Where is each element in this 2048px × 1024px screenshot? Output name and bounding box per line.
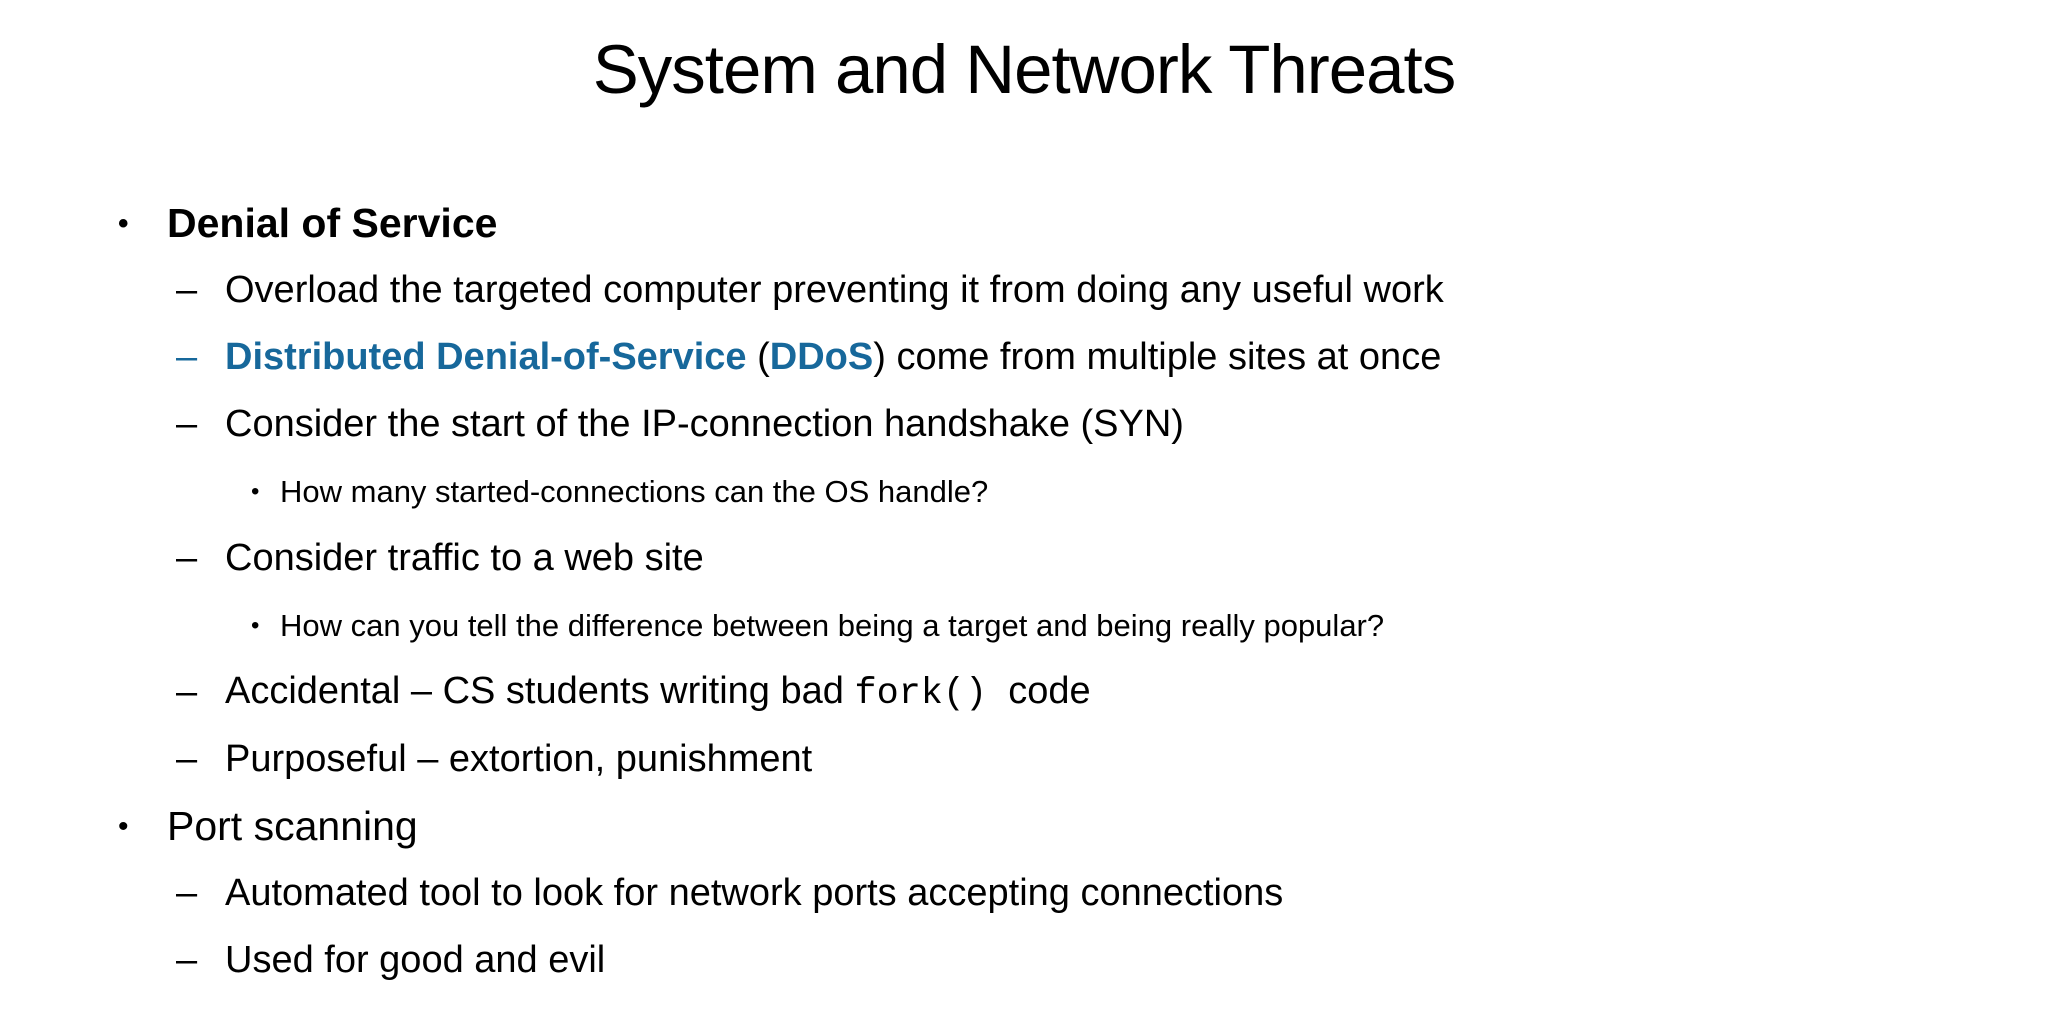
bullet-item: • Denial of Service bbox=[0, 190, 2048, 257]
text-segment: ( bbox=[746, 336, 770, 378]
dash-icon: – bbox=[176, 269, 198, 311]
slide-title: System and Network Threats bbox=[592, 31, 1456, 108]
bullet-text: Accidental – CS students writing bad for… bbox=[225, 670, 1091, 715]
bullet-item: –Automated tool to look for network port… bbox=[0, 860, 2048, 927]
bullet-item: –Accidental – CS students writing bad fo… bbox=[0, 659, 2048, 726]
text-segment: Consider the start of the IP-connection … bbox=[225, 403, 1184, 445]
text-segment: How can you tell the difference between … bbox=[280, 607, 1385, 643]
dash-icon: – bbox=[176, 738, 198, 780]
bullet-text: Consider the start of the IP-connection … bbox=[225, 403, 1184, 446]
bullet-text: How can you tell the difference between … bbox=[280, 608, 1384, 644]
text-segment: Distributed Denial-of-Service bbox=[225, 336, 747, 378]
text-segment: Denial of Service bbox=[167, 200, 498, 246]
bullet-text: Used for good and evil bbox=[225, 939, 605, 982]
dash-icon: – bbox=[176, 671, 198, 713]
bullet-text: Automated tool to look for network ports… bbox=[225, 872, 1283, 915]
dash-icon: – bbox=[176, 537, 198, 579]
text-segment: Purposeful – extortion, punishment bbox=[225, 738, 813, 780]
text-segment: code bbox=[987, 670, 1091, 712]
text-segment: DDoS bbox=[769, 336, 874, 378]
bullet-text: How many started-connections can the OS … bbox=[280, 474, 988, 510]
dash-icon: – bbox=[176, 872, 198, 914]
text-segment: Used for good and evil bbox=[225, 939, 606, 981]
bullet-item: • Port scanning bbox=[0, 793, 2048, 860]
text-segment: Accidental – CS students writing bad bbox=[225, 670, 855, 712]
text-segment: Overload the targeted computer preventin… bbox=[225, 269, 1444, 311]
bullet-item: • How can you tell the difference between… bbox=[0, 592, 2048, 659]
text-segment: fork() bbox=[854, 673, 988, 715]
bullet-text: Denial of Service bbox=[167, 200, 497, 247]
bullet-text: Purposeful – extortion, punishment bbox=[225, 738, 812, 781]
bullet-icon: • bbox=[251, 611, 260, 639]
bullet-item: –Consider traffic to a web site bbox=[0, 525, 2048, 592]
bullet-text: Consider traffic to a web site bbox=[225, 537, 704, 580]
bullet-item: –Distributed Denial-of-Service (DDoS) co… bbox=[0, 324, 2048, 391]
text-segment: Consider traffic to a web site bbox=[225, 537, 704, 579]
dash-icon: – bbox=[176, 403, 198, 445]
bullet-item: • How many started-connections can the OS… bbox=[0, 458, 2048, 525]
bullet-text: Port scanning bbox=[167, 803, 418, 850]
bullet-text: Overload the targeted computer preventin… bbox=[225, 269, 1444, 312]
bullet-text: Distributed Denial-of-Service (DDoS) com… bbox=[225, 336, 1441, 379]
bullet-item: –Overload the targeted computer preventi… bbox=[0, 257, 2048, 324]
bullet-icon: • bbox=[118, 206, 129, 240]
bullet-item: –Used for good and evil bbox=[0, 927, 2048, 994]
text-segment: Port scanning bbox=[167, 803, 418, 849]
bullet-item: –Purposeful – extortion, punishment bbox=[0, 726, 2048, 793]
dash-icon: – bbox=[176, 336, 198, 378]
bullet-item: –Consider the start of the IP-connection… bbox=[0, 391, 2048, 458]
dash-icon: – bbox=[176, 939, 198, 981]
bullet-icon: • bbox=[251, 477, 260, 505]
text-segment: Automated tool to look for network ports… bbox=[225, 872, 1284, 914]
text-segment: ) come from multiple sites at once bbox=[873, 336, 1442, 378]
bullet-icon: • bbox=[118, 809, 129, 843]
bullet-list: •Denial of Service–Overload the targeted… bbox=[0, 190, 2048, 994]
text-segment: How many started-connections can the OS … bbox=[280, 473, 989, 509]
